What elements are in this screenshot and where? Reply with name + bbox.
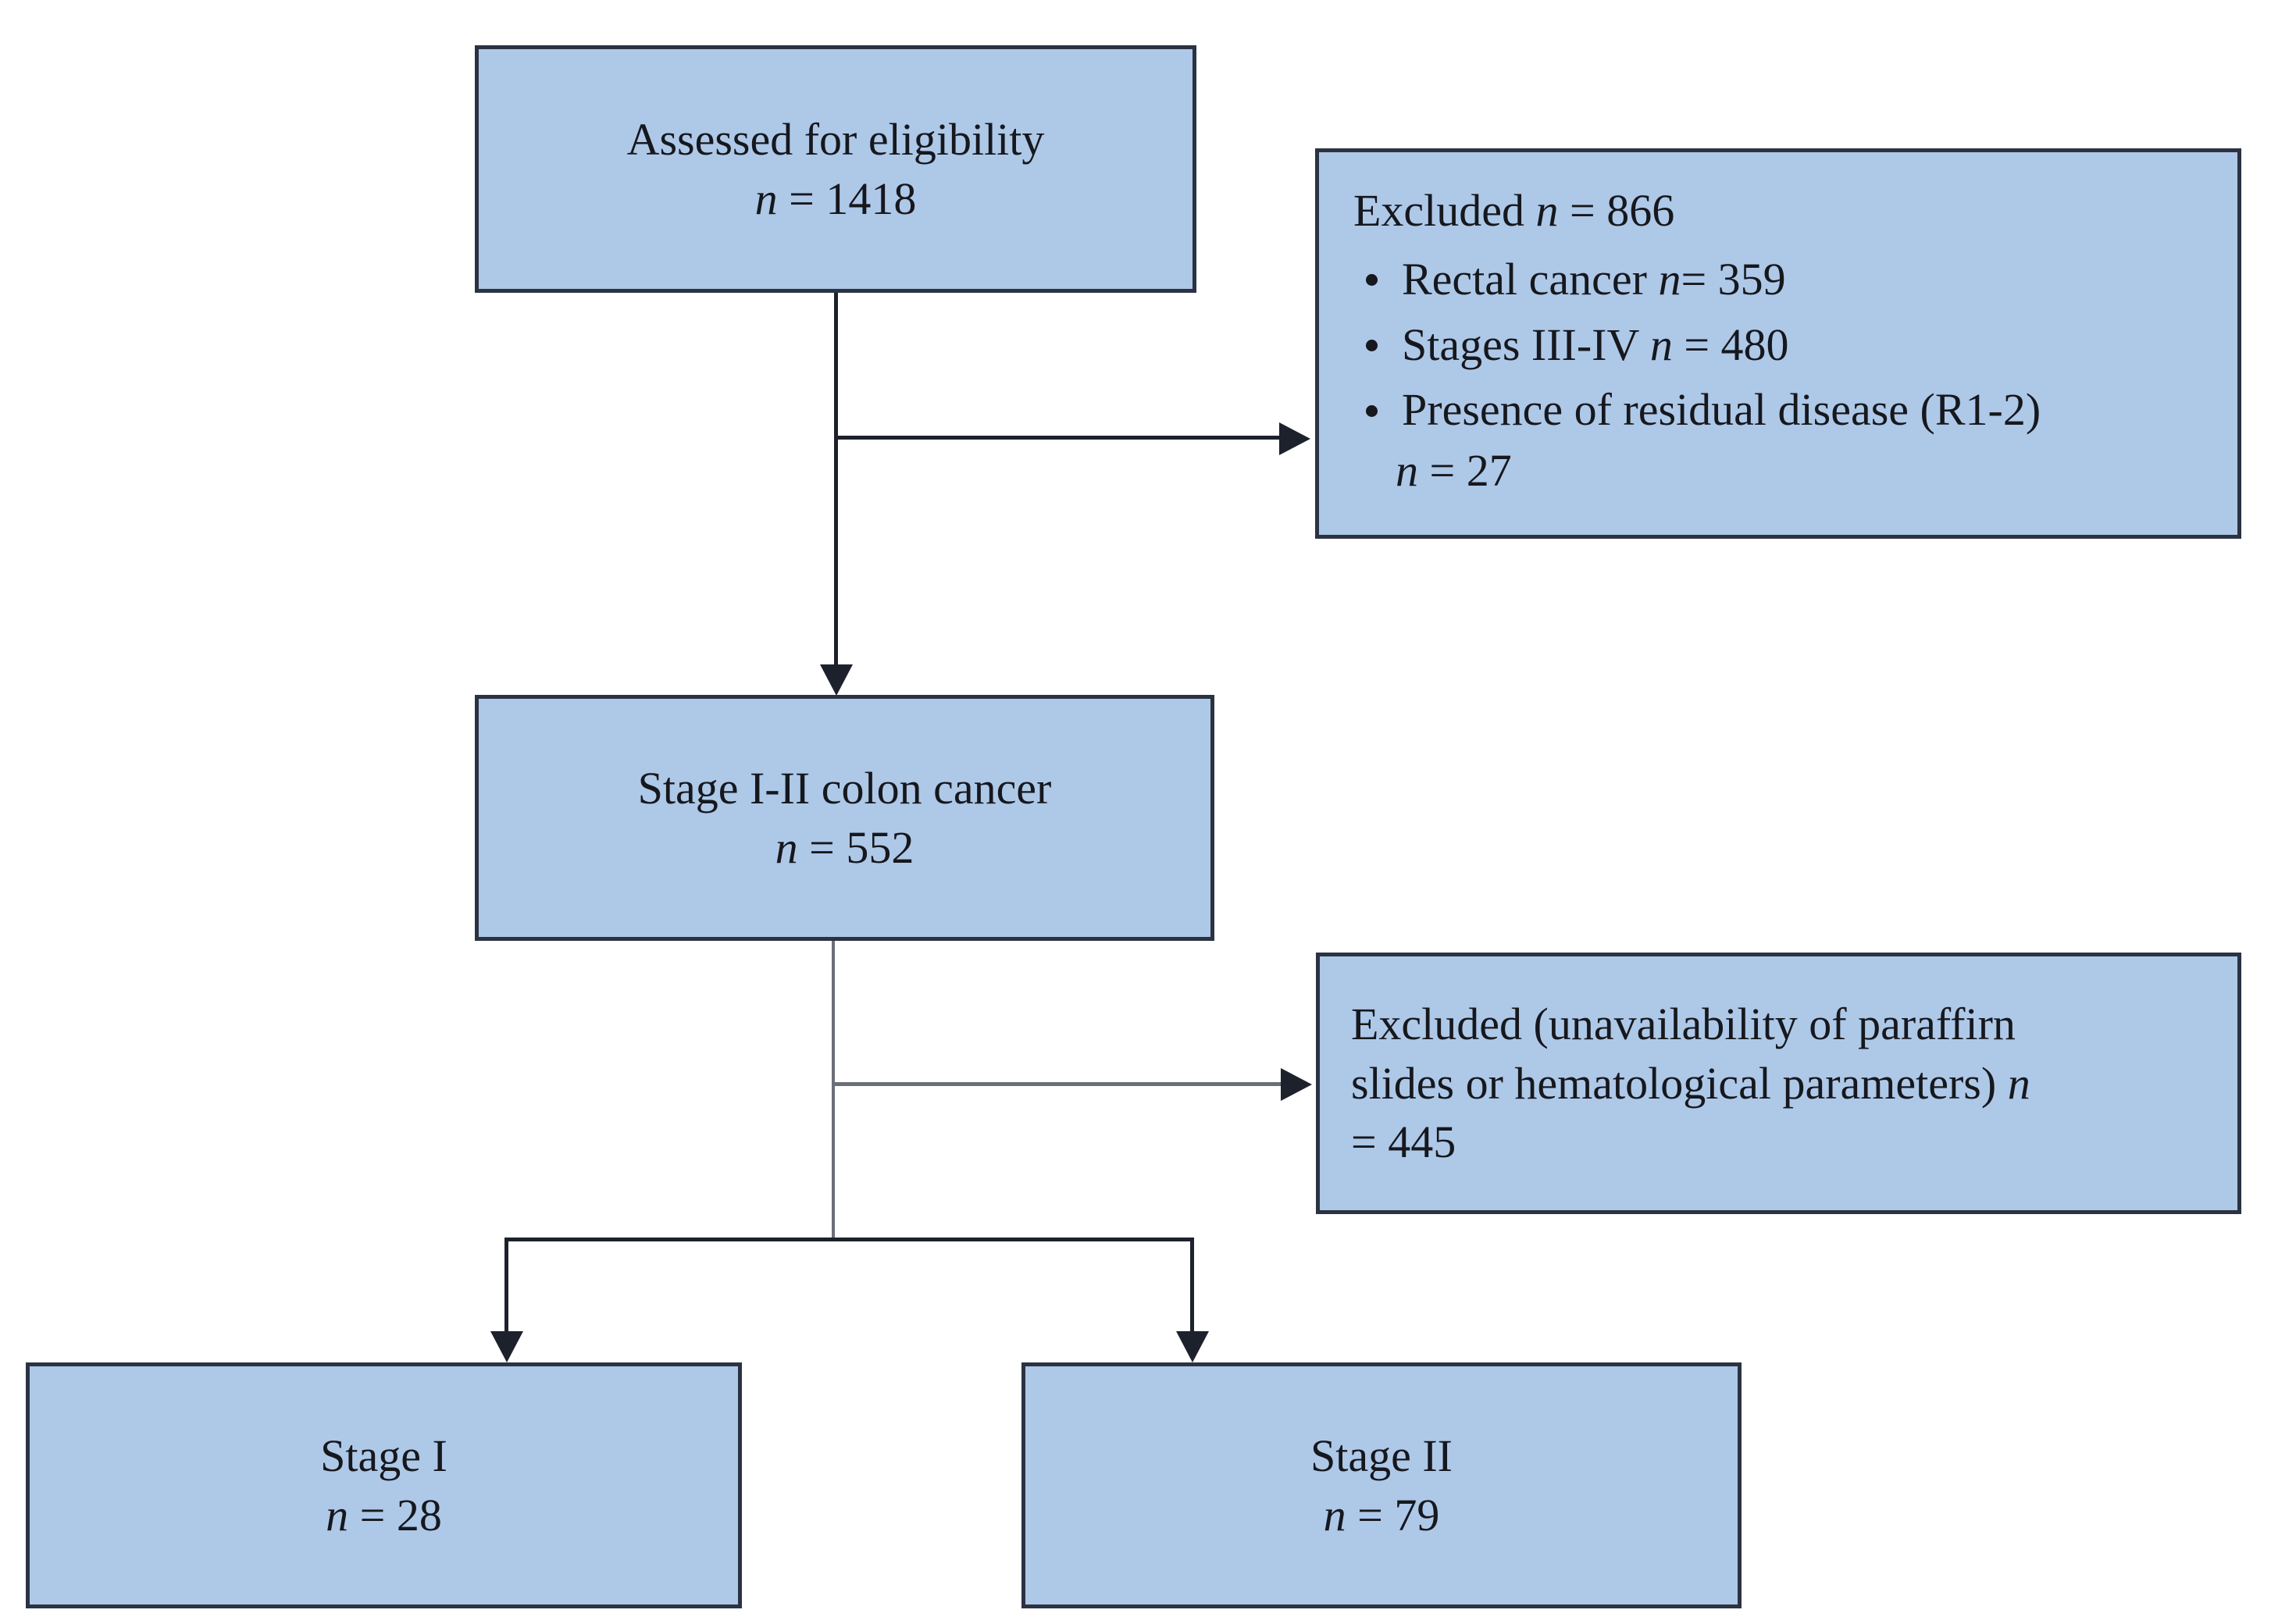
node-assessed-count: n = 1418 xyxy=(755,169,917,228)
bullet-dot-icon xyxy=(1366,340,1378,352)
list-item: Stages III-IV n = 480 xyxy=(1353,315,2211,376)
node-stage-ii[interactable]: Stage II n = 79 xyxy=(1021,1362,1742,1608)
list-item: Presence of residual disease (R1-2) n = … xyxy=(1353,379,2211,500)
n-symbol: n xyxy=(1658,253,1681,304)
connector-split-horizontal-bar xyxy=(504,1238,1194,1241)
bullet-text: Stages III-IV xyxy=(1402,319,1650,370)
excluded2-line-2-text: slides or hematological parameters) xyxy=(1351,1057,2008,1109)
excluded2-line-1: Excluded (unavailability of paraffirn xyxy=(1351,999,2016,1050)
node-assessed-title: Assessed for eligibility xyxy=(626,114,1045,166)
node-stage-i-title: Stage I xyxy=(320,1430,447,1482)
n-value: = 480 xyxy=(1672,319,1789,370)
n-symbol: n xyxy=(775,821,798,873)
n-symbol: n xyxy=(2007,1057,2030,1109)
node-excluded-866[interactable]: Excluded n = 866 Rectal cancer n= 359 St… xyxy=(1315,148,2241,539)
n-symbol: n xyxy=(1396,445,1418,496)
n-value: = 28 xyxy=(348,1489,442,1540)
n-value: = 27 xyxy=(1418,445,1512,496)
list-item: Rectal cancer n= 359 xyxy=(1353,249,2211,310)
n-value: = 866 xyxy=(1558,185,1675,237)
bullet-dot-icon xyxy=(1366,274,1378,287)
n-value: = 552 xyxy=(797,821,914,873)
arrowhead-into-excluded2 xyxy=(1281,1068,1312,1101)
node-excluded-445[interactable]: Excluded (unavailability of paraffirn sl… xyxy=(1316,953,2241,1214)
excluded1-bullet-list: Rectal cancer n= 359 Stages III-IV n = 4… xyxy=(1353,249,2211,506)
node-stage12-count: n = 552 xyxy=(775,818,914,877)
connector-stage12-to-excluded2-horizontal xyxy=(834,1082,1287,1086)
arrowhead-into-stage12 xyxy=(820,664,853,696)
node-stage12-title: Stage I-II colon cancer xyxy=(637,763,1052,814)
arrowhead-into-stage-i xyxy=(490,1331,523,1362)
excluded1-heading-text: Excluded xyxy=(1353,185,1536,237)
bullet-text: Rectal cancer xyxy=(1402,253,1659,304)
n-symbol: n xyxy=(1323,1489,1346,1540)
arrowhead-into-excluded1 xyxy=(1279,422,1310,455)
excluded1-heading: Excluded n = 866 xyxy=(1353,181,1674,241)
n-symbol: n xyxy=(1649,319,1673,370)
connector-split-right-drop xyxy=(1190,1238,1194,1334)
excluded2-line-2: slides or hematological parameters) n xyxy=(1351,1054,2030,1113)
n-value: = 1418 xyxy=(777,173,917,224)
connector-split-left-drop xyxy=(504,1238,508,1334)
node-stage-i[interactable]: Stage I n = 28 xyxy=(26,1362,742,1608)
connector-assessed-to-stage12-vertical xyxy=(834,293,838,666)
node-stage-ii-count: n = 79 xyxy=(1324,1486,1440,1544)
n-value: = 79 xyxy=(1346,1489,1440,1540)
node-stage-i-count: n = 28 xyxy=(326,1486,442,1544)
n-symbol: n xyxy=(326,1489,349,1540)
n-value: = 359 xyxy=(1681,253,1786,304)
bullet-continuation: n = 27 xyxy=(1396,440,2211,501)
arrowhead-into-stage-ii xyxy=(1176,1331,1209,1362)
n-symbol: n xyxy=(1535,185,1559,237)
n-symbol: n xyxy=(754,173,778,224)
excluded2-line-3: = 445 xyxy=(1351,1116,1456,1168)
node-stage-ii-title: Stage II xyxy=(1310,1430,1453,1482)
connector-stage12-to-split-vertical xyxy=(832,941,835,1241)
connector-assessed-to-excluded1-horizontal xyxy=(834,436,1281,440)
node-stage-i-ii-colon-cancer[interactable]: Stage I-II colon cancer n = 552 xyxy=(475,695,1214,941)
node-assessed-for-eligibility[interactable]: Assessed for eligibility n = 1418 xyxy=(475,45,1196,293)
bullet-dot-icon xyxy=(1366,404,1378,417)
bullet-text: Presence of residual disease (R1-2) xyxy=(1402,384,2041,436)
